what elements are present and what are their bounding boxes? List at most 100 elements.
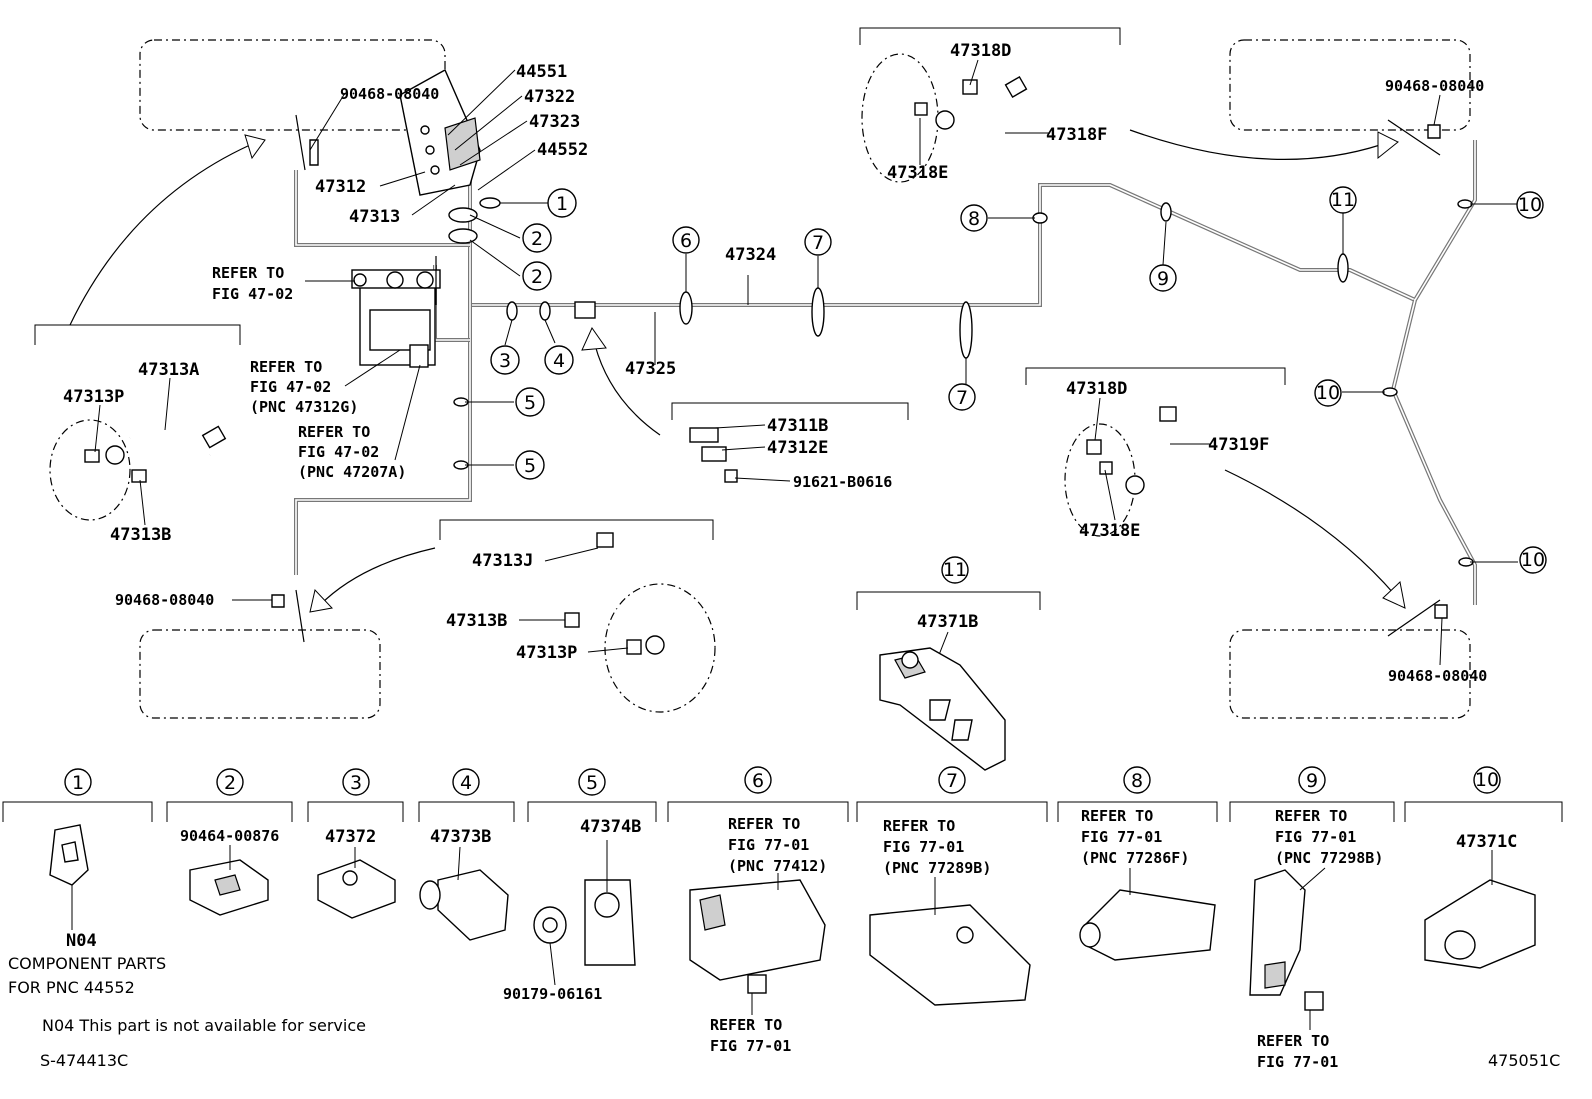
legend-2-part: 90464-00876 [180,827,279,845]
brake-actuator-assembly [351,69,596,368]
label-47312: 47312 [315,177,366,197]
legend-9-ref-3: (PNC 77298B) [1275,849,1383,867]
refer-1-line-2: FIG 47-02 [212,285,293,303]
label-90468-tl: 90468-08040 [340,85,439,103]
brake-hoses [84,75,1177,655]
label-47324: 47324 [725,245,776,265]
legend-6-bottom-1: REFER TO [710,1016,782,1034]
callout-circles [64,186,1547,796]
legend-8-ref-3: (PNC 77286F) [1081,849,1189,867]
callout-8: 8 [968,208,980,230]
label-91621-B0616: 91621-B0616 [793,473,892,491]
pipe-clips [448,197,1474,567]
legend-7-ref-3: (PNC 77289B) [883,859,991,877]
legend-numbers: 1 2 3 4 5 6 7 8 9 10 [72,769,1499,794]
callout-4: 4 [553,350,565,372]
legend-part-drawings [49,824,1536,1030]
legend-1-n04: N04 [66,931,97,951]
legend-8-ref-1: REFER TO [1081,807,1153,825]
callout-numbers: 1 2 2 3 4 5 5 6 7 7 8 9 10 10 10 11 11 [499,189,1545,581]
label-47322: 47322 [524,87,575,107]
label-90468-tr: 90468-08040 [1385,77,1484,95]
label-47319F: 47319F [1208,435,1269,455]
legend-4-part: 47373B [430,827,491,847]
label-47323: 47323 [529,112,580,132]
label-44552: 44552 [537,140,588,160]
label-47318D-top: 47318D [950,41,1011,61]
legend-7-ref-2: FIG 77-01 [883,838,964,856]
footer: N04 This part is not available for servi… [40,1016,1560,1070]
legend-num-2: 2 [224,772,236,794]
label-47325: 47325 [625,359,676,379]
group-brackets [34,27,1286,610]
legend-8-ref-2: FIG 77-01 [1081,828,1162,846]
label-47313B-left: 47313B [110,525,171,545]
label-47313B-mid: 47313B [446,611,507,631]
legend-labels: N04 COMPONENT PARTS FOR PNC 44552 90464-… [8,807,1517,1071]
label-47313J: 47313J [472,551,533,571]
legend-num-6: 6 [752,770,764,792]
legend-num-5: 5 [586,772,598,794]
footer-code-right: 475051C [1488,1051,1560,1070]
callout-5b: 5 [524,455,536,477]
legend-5-sub: 90179-06161 [503,985,602,1003]
brake-pipes [294,140,1477,605]
label-47318D-mid: 47318D [1066,379,1127,399]
legend-9-bottom-2: FIG 77-01 [1257,1053,1338,1071]
refer-2-line-2: FIG 47-02 [250,378,331,396]
legend-9-bottom-1: REFER TO [1257,1032,1329,1050]
legend-10-part: 47371C [1456,832,1517,852]
label-47318E-mid: 47318E [1079,521,1140,541]
refer-notes: REFER TO FIG 47-02 REFER TO FIG 47-02 (P… [212,264,406,481]
legend-3-part: 47372 [325,827,376,847]
callout-9: 9 [1157,268,1169,290]
refer-2-line-3: (PNC 47312G) [250,398,358,416]
callout-10a: 10 [1518,194,1542,216]
legend-7-ref-1: REFER TO [883,817,955,835]
callout-2a: 2 [531,228,543,250]
label-47318F: 47318F [1046,125,1107,145]
legend-6-ref-3: (PNC 77412) [728,857,827,875]
label-47311B: 47311B [767,416,828,436]
callout-11: 11 [1331,189,1355,211]
legend-6-bottom-2: FIG 77-01 [710,1037,791,1055]
callout-7b: 7 [956,387,968,409]
arrows [69,129,1406,613]
refer-3-line-1: REFER TO [298,423,370,441]
callout-1: 1 [556,193,568,215]
callout-10b: 10 [1316,382,1340,404]
callout-11b: 11 [943,559,967,581]
refer-1-line-1: REFER TO [212,264,284,282]
callout-6: 6 [680,230,692,252]
legend-brackets [2,801,1563,822]
legend-num-7: 7 [946,770,958,792]
label-47313P-mid: 47313P [516,643,577,663]
legend-1-line-2: COMPONENT PARTS [8,954,166,973]
label-47318E-top: 47318E [887,163,948,183]
clip-47371B [879,647,1006,771]
legend-num-9: 9 [1306,770,1318,792]
label-44551: 44551 [516,62,567,82]
legend-5-part: 47374B [580,817,641,837]
leader-lines [94,59,1518,666]
legend-num-10: 10 [1475,769,1499,791]
legend-num-1: 1 [72,772,84,794]
legend-num-4: 4 [460,772,472,794]
label-47313P-left: 47313P [63,387,124,407]
label-47313: 47313 [349,207,400,227]
refer-3-line-2: FIG 47-02 [298,443,379,461]
label-47312E: 47312E [767,438,828,458]
label-47371B: 47371B [917,612,978,632]
refer-3-line-3: (PNC 47207A) [298,463,406,481]
legend-6-ref-2: FIG 77-01 [728,836,809,854]
callout-2b: 2 [531,266,543,288]
label-47313A: 47313A [138,360,199,380]
legend-9-ref-2: FIG 77-01 [1275,828,1356,846]
legend-num-8: 8 [1131,770,1143,792]
legend-6-ref-1: REFER TO [728,815,800,833]
callout-3: 3 [499,350,511,372]
callout-5a: 5 [524,392,536,414]
legend-1-line-3: FOR PNC 44552 [8,978,135,997]
legend-9-ref-1: REFER TO [1275,807,1347,825]
